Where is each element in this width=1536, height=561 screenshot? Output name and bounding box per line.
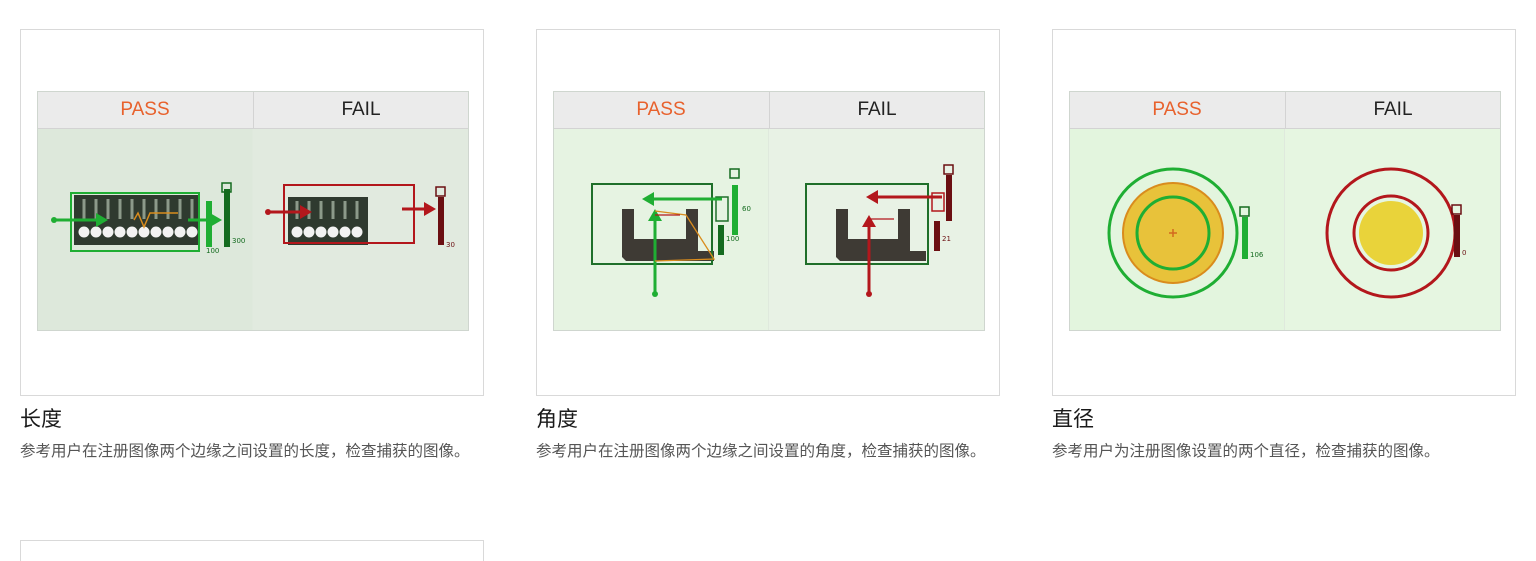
pass-readout-secondary: 60 [742, 205, 751, 213]
card-description: 参考用户在注册图像两个边缘之间设置的角度，检查捕获的图像。 [536, 442, 986, 460]
card-description: 参考用户为注册图像设置的两个直径，检查捕获的图像。 [1052, 442, 1440, 460]
pass-label: PASS [120, 99, 170, 120]
pass-readout: 106 [1250, 251, 1264, 259]
feature-card-diameter: PASS FAIL 106 0 [1052, 29, 1516, 463]
card-title: 直径 [1052, 407, 1094, 431]
fail-readout: 0 [1462, 249, 1466, 257]
pass-label: PASS [636, 99, 686, 120]
image-header: PASS FAIL [554, 92, 984, 129]
inspection-image-frame: PASS FAIL 106 0 [1052, 29, 1516, 396]
inspection-image-angle: PASS FAIL 60 100 [553, 91, 985, 331]
angle-inspection-illustration: 60 100 21 [554, 129, 984, 330]
inspection-image-length: PASS FAIL [37, 91, 469, 331]
card-description: 参考用户在注册图像两个边缘之间设置的长度，检查捕获的图像。 [20, 442, 470, 460]
length-inspection-illustration: 300 100 30 [38, 129, 468, 330]
image-header: PASS FAIL [1070, 92, 1500, 129]
pass-label: PASS [1152, 99, 1202, 120]
fail-readout: 30 [446, 241, 455, 249]
fail-label: FAIL [253, 92, 468, 128]
inspection-image-diameter: PASS FAIL 106 0 [1069, 91, 1501, 331]
fail-readout: 21 [942, 235, 951, 243]
inspection-image-frame: PASS FAIL 60 100 [536, 29, 1000, 396]
card-title: 长度 [20, 407, 62, 431]
fail-label: FAIL [1285, 92, 1500, 128]
pass-readout: 300 [232, 237, 245, 245]
pass-readout: 100 [726, 235, 739, 243]
feature-card-angle: PASS FAIL 60 100 [536, 29, 1000, 463]
image-header: PASS FAIL [38, 92, 468, 129]
diameter-inspection-illustration: 106 0 [1070, 129, 1500, 330]
pass-readout-secondary: 100 [206, 247, 219, 255]
fail-label: FAIL [769, 92, 984, 128]
feature-card-next-partial [20, 540, 484, 561]
inspection-image-frame: PASS FAIL [20, 29, 484, 396]
card-title: 角度 [536, 407, 578, 431]
feature-card-length: PASS FAIL [20, 29, 484, 463]
